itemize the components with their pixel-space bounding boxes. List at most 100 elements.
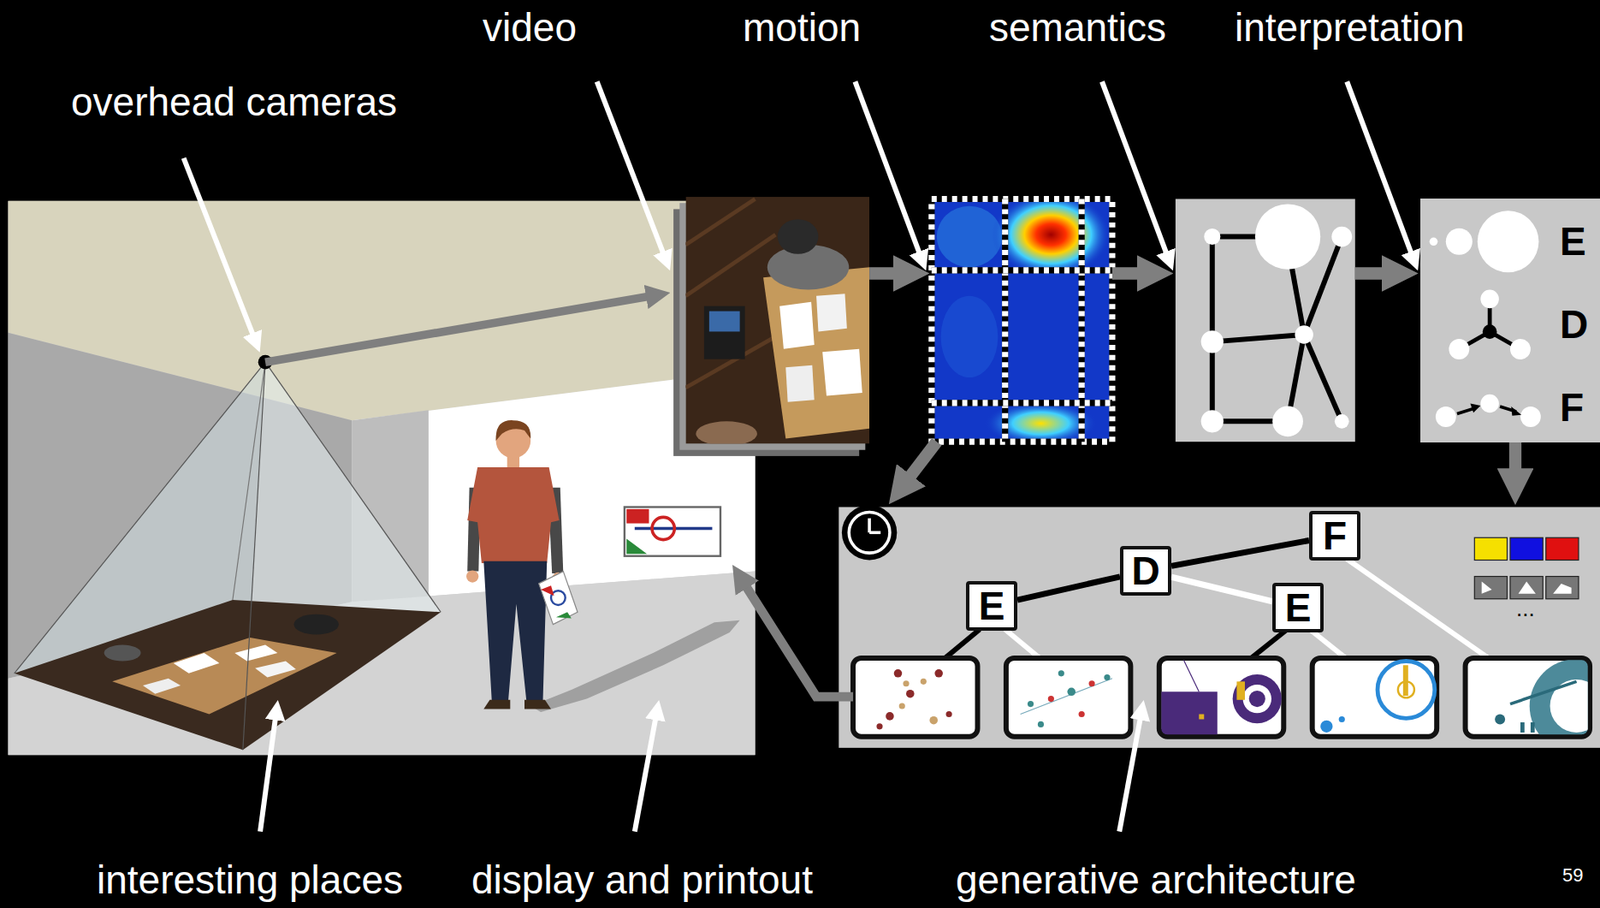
- output-thumbnails: [920, 678, 927, 685]
- output-thumbnails: [876, 669, 952, 729]
- projection-pyramid: [242, 361, 266, 750]
- video-thumbnail: [822, 349, 863, 397]
- video-thumbnail: [695, 420, 758, 444]
- flow-arrows: [1355, 266, 1400, 279]
- output-thumbnails: [1320, 661, 1435, 733]
- motion-heatmap: [931, 399, 1113, 406]
- interpretation-panel: EDF: [1420, 198, 1600, 443]
- interpretation-panel: [1429, 237, 1439, 247]
- color-palette: [1546, 576, 1579, 599]
- interpretation-panel: [1429, 210, 1540, 273]
- interpretation-panel: [1480, 290, 1499, 309]
- room-illustration: [8, 201, 756, 755]
- motion-heatmap: [931, 266, 1113, 273]
- category-letter: E: [1559, 219, 1587, 264]
- output-thumbnails: [1249, 690, 1266, 707]
- tree-node-text-group: D: [1131, 550, 1160, 592]
- interpretation-panel: [1448, 290, 1530, 360]
- video-thumbnail: [785, 365, 814, 403]
- video-thumbnail: [685, 198, 755, 245]
- category-letter: D: [1559, 302, 1589, 347]
- tree-node-letter: D: [1131, 550, 1160, 592]
- generative-panel: [1310, 630, 1347, 659]
- output-thumbnails: [1339, 716, 1346, 723]
- callout-label: semantics: [989, 5, 1167, 51]
- person-figure: [496, 420, 532, 441]
- callout-label: generative architecture: [955, 857, 1357, 903]
- leader-arrows: [597, 81, 667, 261]
- output-thumbnails: [1377, 661, 1435, 719]
- output-thumbnails: [902, 680, 909, 687]
- projection-pyramid: [112, 637, 337, 714]
- projection-pyramid: [232, 361, 266, 600]
- leader-arrows: [260, 710, 277, 832]
- callout-label: display and printout: [471, 857, 813, 903]
- output-thumbnails: [906, 689, 915, 699]
- person-figure: [540, 585, 555, 596]
- callout-label: video: [482, 5, 577, 51]
- interpretation-panel: [1480, 394, 1499, 414]
- output-thumbnails: [853, 657, 1600, 753]
- person-figure: [466, 569, 479, 582]
- leader-arrows: [634, 710, 658, 832]
- room-illustration: [8, 201, 756, 755]
- output-thumbnails: [1006, 657, 1131, 737]
- leader-arrows: [1119, 710, 1142, 832]
- output-thumbnails: [1510, 681, 1577, 704]
- person-figure: [556, 611, 572, 618]
- interpretation-panel: [1469, 402, 1481, 413]
- output-thumbnails: [885, 711, 895, 721]
- more-marker: ...: [1516, 596, 1535, 623]
- output-thumbnails: [894, 669, 903, 678]
- output-thumbnails: [1161, 659, 1282, 735]
- flow-arrows: [869, 266, 912, 279]
- motion-heatmap: [931, 266, 1113, 273]
- person-figure: [530, 620, 740, 712]
- video-thumbnail: [816, 293, 848, 332]
- output-thumbnails: [1232, 674, 1282, 723]
- tree-node-text-group: F: [1322, 515, 1347, 557]
- interpretation-panel: [1510, 338, 1531, 360]
- tree-node-box: F: [1309, 510, 1361, 561]
- wall-picture: [651, 516, 675, 540]
- page-number: 59: [1562, 864, 1583, 886]
- output-thumbnails: [853, 657, 978, 737]
- output-thumbnails: [1078, 711, 1085, 718]
- video-thumbnail: [779, 302, 815, 350]
- wall-picture: [624, 506, 721, 556]
- tree-node-letter: E: [978, 585, 1006, 627]
- video-thumbnail: [709, 311, 741, 332]
- video-thumbnail: [685, 196, 870, 444]
- projection-pyramid: [293, 614, 338, 635]
- motion-heatmap: [931, 399, 1113, 406]
- interpretation-panel: [1520, 406, 1541, 427]
- projection-pyramid: [14, 361, 266, 674]
- leader-arrows: [854, 81, 923, 261]
- interpretation-panel: [1477, 210, 1540, 273]
- person-figure: [483, 699, 510, 710]
- projection-pyramid: [14, 599, 442, 750]
- output-thumbnails: [1037, 721, 1044, 728]
- leader-arrows: [1102, 81, 1170, 261]
- output-thumbnails: [1520, 722, 1525, 733]
- callout-label: motion: [742, 5, 861, 51]
- output-thumbnails: [1494, 713, 1506, 724]
- leader-arrows: [1346, 81, 1415, 261]
- color-palette: [1474, 576, 1507, 599]
- generative-panel: [1005, 629, 1042, 660]
- generative-panel: [1250, 630, 1286, 659]
- flow-arrows: [900, 441, 937, 490]
- generative-panel: [943, 629, 980, 660]
- tree-node-text-group: E: [978, 585, 1006, 627]
- flow-arrows: [265, 295, 658, 363]
- output-thumbnails: [876, 722, 883, 729]
- semantics-graph: [1201, 203, 1353, 437]
- semantics-graph: [1201, 409, 1224, 433]
- semantics-graph: [1212, 334, 1304, 342]
- projection-pyramid: [104, 644, 142, 661]
- color-palette: [1546, 537, 1579, 560]
- callout-label: interpretation: [1234, 5, 1465, 51]
- interpretation-panel: [1457, 408, 1474, 414]
